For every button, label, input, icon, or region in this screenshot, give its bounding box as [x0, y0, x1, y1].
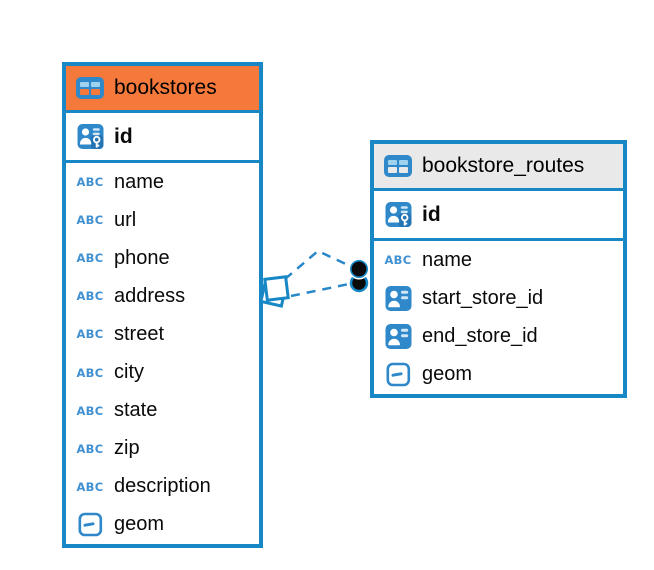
stacked-dots-marker[interactable] [348, 258, 370, 293]
table-bookstore-routes[interactable]: bookstore_routes id ABC name start_store_… [370, 140, 627, 398]
text-type-icon: ABC [76, 479, 104, 494]
relationship-line[interactable] [284, 249, 351, 280]
column-row[interactable]: ABC address [66, 277, 259, 315]
text-type-icon: ABC [76, 403, 104, 418]
column-name: state [114, 399, 158, 422]
column-row[interactable]: ABC street [66, 315, 259, 353]
person-reference-icon [383, 285, 413, 312]
table-title: bookstore_routes [422, 154, 585, 177]
column-row[interactable]: geom [374, 356, 623, 394]
primary-key-icon [75, 123, 105, 150]
column-name: description [114, 475, 211, 498]
column-row[interactable]: ABC name [66, 163, 259, 201]
column-name: name [114, 170, 165, 193]
text-type-icon: ABC [76, 213, 104, 228]
column-name: street [114, 322, 165, 345]
text-type-icon: ABC [76, 289, 104, 304]
table-header[interactable]: bookstore_routes [374, 144, 623, 191]
column-row[interactable]: ABC city [66, 353, 259, 391]
stacked-squares-marker[interactable] [259, 275, 290, 308]
column-name: city [114, 361, 144, 384]
column-row[interactable]: geom [66, 506, 259, 544]
primary-key-icon [383, 201, 413, 228]
text-type-icon: ABC [76, 365, 104, 380]
table-title: bookstores [114, 76, 217, 99]
primary-key-section: id [374, 191, 623, 241]
columns-section: ABC name start_store_id end_store_id geom [374, 241, 623, 394]
column-row[interactable]: ABC phone [66, 239, 259, 277]
column-row[interactable]: ABC description [66, 468, 259, 506]
column-name: url [114, 208, 137, 231]
text-type-icon: ABC [76, 327, 104, 342]
column-row[interactable]: ABC name [374, 241, 623, 279]
person-reference-icon [383, 323, 413, 350]
column-name: phone [114, 246, 170, 269]
table-header[interactable]: bookstores [66, 66, 259, 113]
text-type-icon: ABC [76, 441, 104, 456]
column-row[interactable]: ABC state [66, 392, 259, 430]
column-row[interactable]: end_store_id [374, 318, 623, 356]
column-name: geom [422, 363, 473, 386]
column-name: address [114, 284, 186, 307]
column-row[interactable]: ABC zip [66, 430, 259, 468]
geometry-type-icon [383, 361, 413, 388]
geometry-type-icon [75, 511, 105, 538]
column-row[interactable]: start_store_id [374, 279, 623, 317]
table-icon [75, 75, 105, 101]
primary-key-row[interactable]: id [374, 191, 623, 238]
text-type-icon: ABC [76, 251, 104, 266]
table-icon [383, 153, 413, 179]
text-type-icon: ABC [76, 175, 104, 190]
column-name: id [114, 124, 133, 148]
column-name: end_store_id [422, 325, 538, 348]
column-name: name [422, 248, 473, 271]
column-name: geom [114, 513, 165, 536]
primary-key-row[interactable]: id [66, 113, 259, 160]
column-name: id [422, 202, 441, 226]
column-row[interactable]: ABC url [66, 201, 259, 239]
column-name: start_store_id [422, 286, 544, 309]
text-type-icon: ABC [384, 253, 412, 268]
relationship-line[interactable] [290, 282, 350, 298]
primary-key-section: id [66, 113, 259, 163]
column-name: zip [114, 437, 140, 460]
